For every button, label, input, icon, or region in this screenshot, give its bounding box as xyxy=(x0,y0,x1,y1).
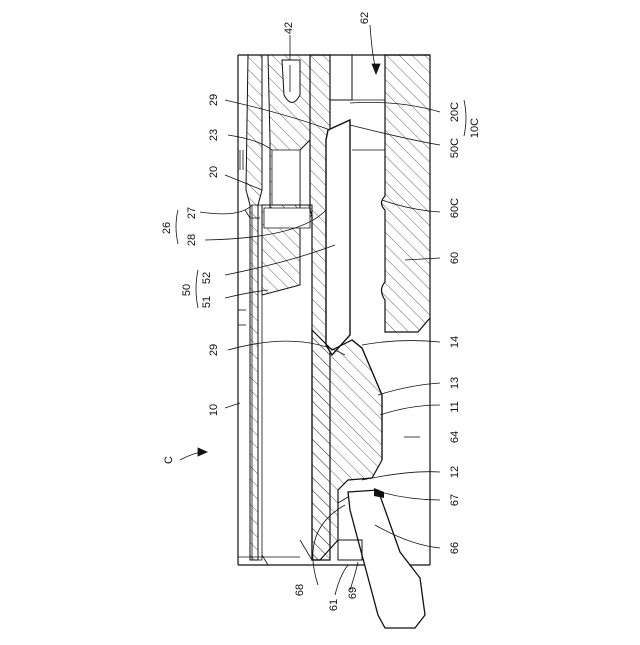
label-20C: 20C xyxy=(449,102,461,122)
label-29-top: 29 xyxy=(208,94,220,106)
label-50: 50 xyxy=(181,284,193,296)
label-62: 62 xyxy=(359,12,371,24)
label-51: 51 xyxy=(201,296,213,308)
label-14: 14 xyxy=(449,336,461,348)
label-20: 20 xyxy=(208,166,220,178)
label-60: 60 xyxy=(449,252,461,264)
label-12: 12 xyxy=(449,466,461,478)
label-26: 26 xyxy=(161,222,173,234)
terminal-fitting-26 xyxy=(252,205,312,560)
label-68: 68 xyxy=(294,584,306,596)
label-61: 61 xyxy=(328,599,340,611)
label-27: 27 xyxy=(186,207,198,219)
lock-arm-50 xyxy=(326,120,350,355)
label-64: 64 xyxy=(449,431,461,443)
label-66: 66 xyxy=(449,542,461,554)
label-50C: 50C xyxy=(449,138,461,158)
label-42: 42 xyxy=(283,22,295,34)
label-11: 11 xyxy=(449,401,461,412)
contact-42 xyxy=(268,55,310,210)
label-29-bottom: 29 xyxy=(208,344,220,356)
label-52: 52 xyxy=(201,272,213,284)
label-67: 67 xyxy=(449,494,461,506)
label-28: 28 xyxy=(186,234,198,246)
label-13: 13 xyxy=(449,377,461,389)
label-C: C xyxy=(163,456,175,464)
label-23: 23 xyxy=(208,129,220,141)
label-10: 10 xyxy=(208,404,220,416)
lever-66 xyxy=(338,488,425,628)
label-10C: 10C xyxy=(469,118,481,138)
label-69: 69 xyxy=(347,587,359,599)
label-60C: 60C xyxy=(449,198,461,218)
